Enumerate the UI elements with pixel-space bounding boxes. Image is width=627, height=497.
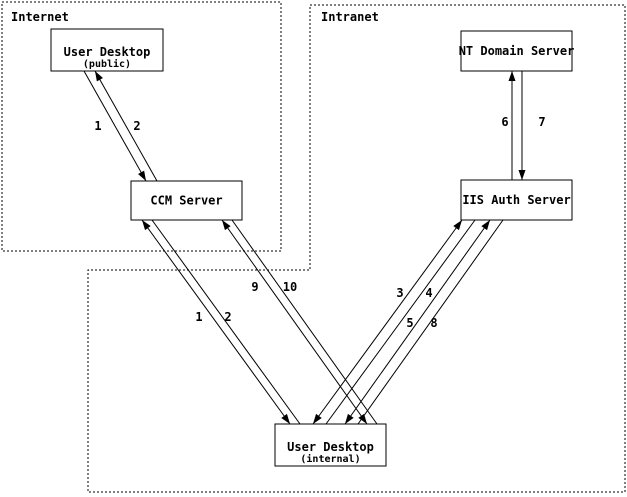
region-internet-boundary (1, 1, 282, 252)
edge-internal-ccm-9-arrowhead (358, 413, 367, 424)
edge-internal-iis-3-line (312, 219, 463, 425)
edge-internal-ccm-1-line (141, 219, 291, 425)
edge-internal-iis-3-arrowhead-reverse (453, 220, 462, 231)
region-intranet-label: Intranet (321, 10, 379, 24)
node-nt-domain-server-title: NT Domain Server (459, 44, 575, 58)
node-iis-auth-server-title: IIS Auth Server (462, 193, 570, 207)
edge-public-to-ccm-1-arrowhead (138, 170, 146, 181)
edge-internal-ccm-9-line (221, 219, 368, 425)
edge-iis-internal-4-label: 4 (425, 286, 432, 300)
node-user-desktop-public-title: User Desktop (64, 45, 151, 59)
edge-ccm-internal-2-line (151, 219, 301, 425)
edge-iis-to-nt-6-label: 6 (501, 115, 508, 129)
edge-public-to-ccm-1-label: 1 (94, 119, 101, 133)
node-user-desktop-public-subtitle: (public) (83, 58, 131, 70)
edge-iis-to-nt-6-arrowhead (508, 71, 516, 81)
edge-internal-iis-5-line (344, 219, 491, 425)
node-ccm-server-box (130, 180, 243, 221)
edge-internal-iis-5-label: 5 (406, 316, 413, 330)
node-user-desktop-internal-subtitle: (internal) (300, 453, 360, 465)
edge-internal-iis-5-arrowhead (345, 413, 354, 424)
edge-iis-internal-8-label: 8 (430, 316, 437, 330)
edge-iis-internal-4-line (325, 219, 476, 425)
region-internet-label: Internet (11, 10, 69, 24)
edge-internal-ccm-1-label: 1 (195, 310, 202, 324)
node-user-desktop-internal-box (274, 423, 387, 467)
edge-ccm-internal-2-label: 2 (224, 310, 231, 324)
edge-nt-to-iis-7-arrowhead (518, 170, 526, 180)
node-user-desktop-internal-title: User Desktop (287, 440, 374, 454)
edge-ccm-to-public-2-line (94, 70, 158, 182)
edge-iis-internal-8-line (357, 219, 504, 425)
node-iis-auth-server-box (460, 179, 573, 221)
edge-internal-ccm-9-arrowhead-reverse (222, 220, 231, 231)
node-user-desktop-public-box (50, 28, 164, 72)
edge-ccm-internal-10-line (231, 219, 378, 425)
edge-ccm-to-public-2-arrowhead (95, 71, 103, 82)
node-ccm-server-title: CCM Server (150, 194, 222, 208)
edge-internal-ccm-9-label: 9 (251, 280, 258, 294)
edge-internal-ccm-1-arrowhead-reverse (142, 220, 151, 231)
node-nt-domain-server-box (460, 30, 573, 72)
edge-nt-to-iis-7-label: 7 (538, 115, 545, 129)
edge-internal-iis-5-arrowhead-reverse (481, 220, 490, 231)
edge-internal-ccm-1-arrowhead (281, 413, 290, 424)
edge-internal-iis-3-arrowhead (313, 413, 322, 424)
edge-public-to-ccm-1-line (83, 70, 147, 182)
edge-ccm-to-public-2-label: 2 (133, 119, 140, 133)
edge-ccm-internal-10-label: 10 (283, 280, 297, 294)
edge-internal-iis-3-label: 3 (396, 286, 403, 300)
